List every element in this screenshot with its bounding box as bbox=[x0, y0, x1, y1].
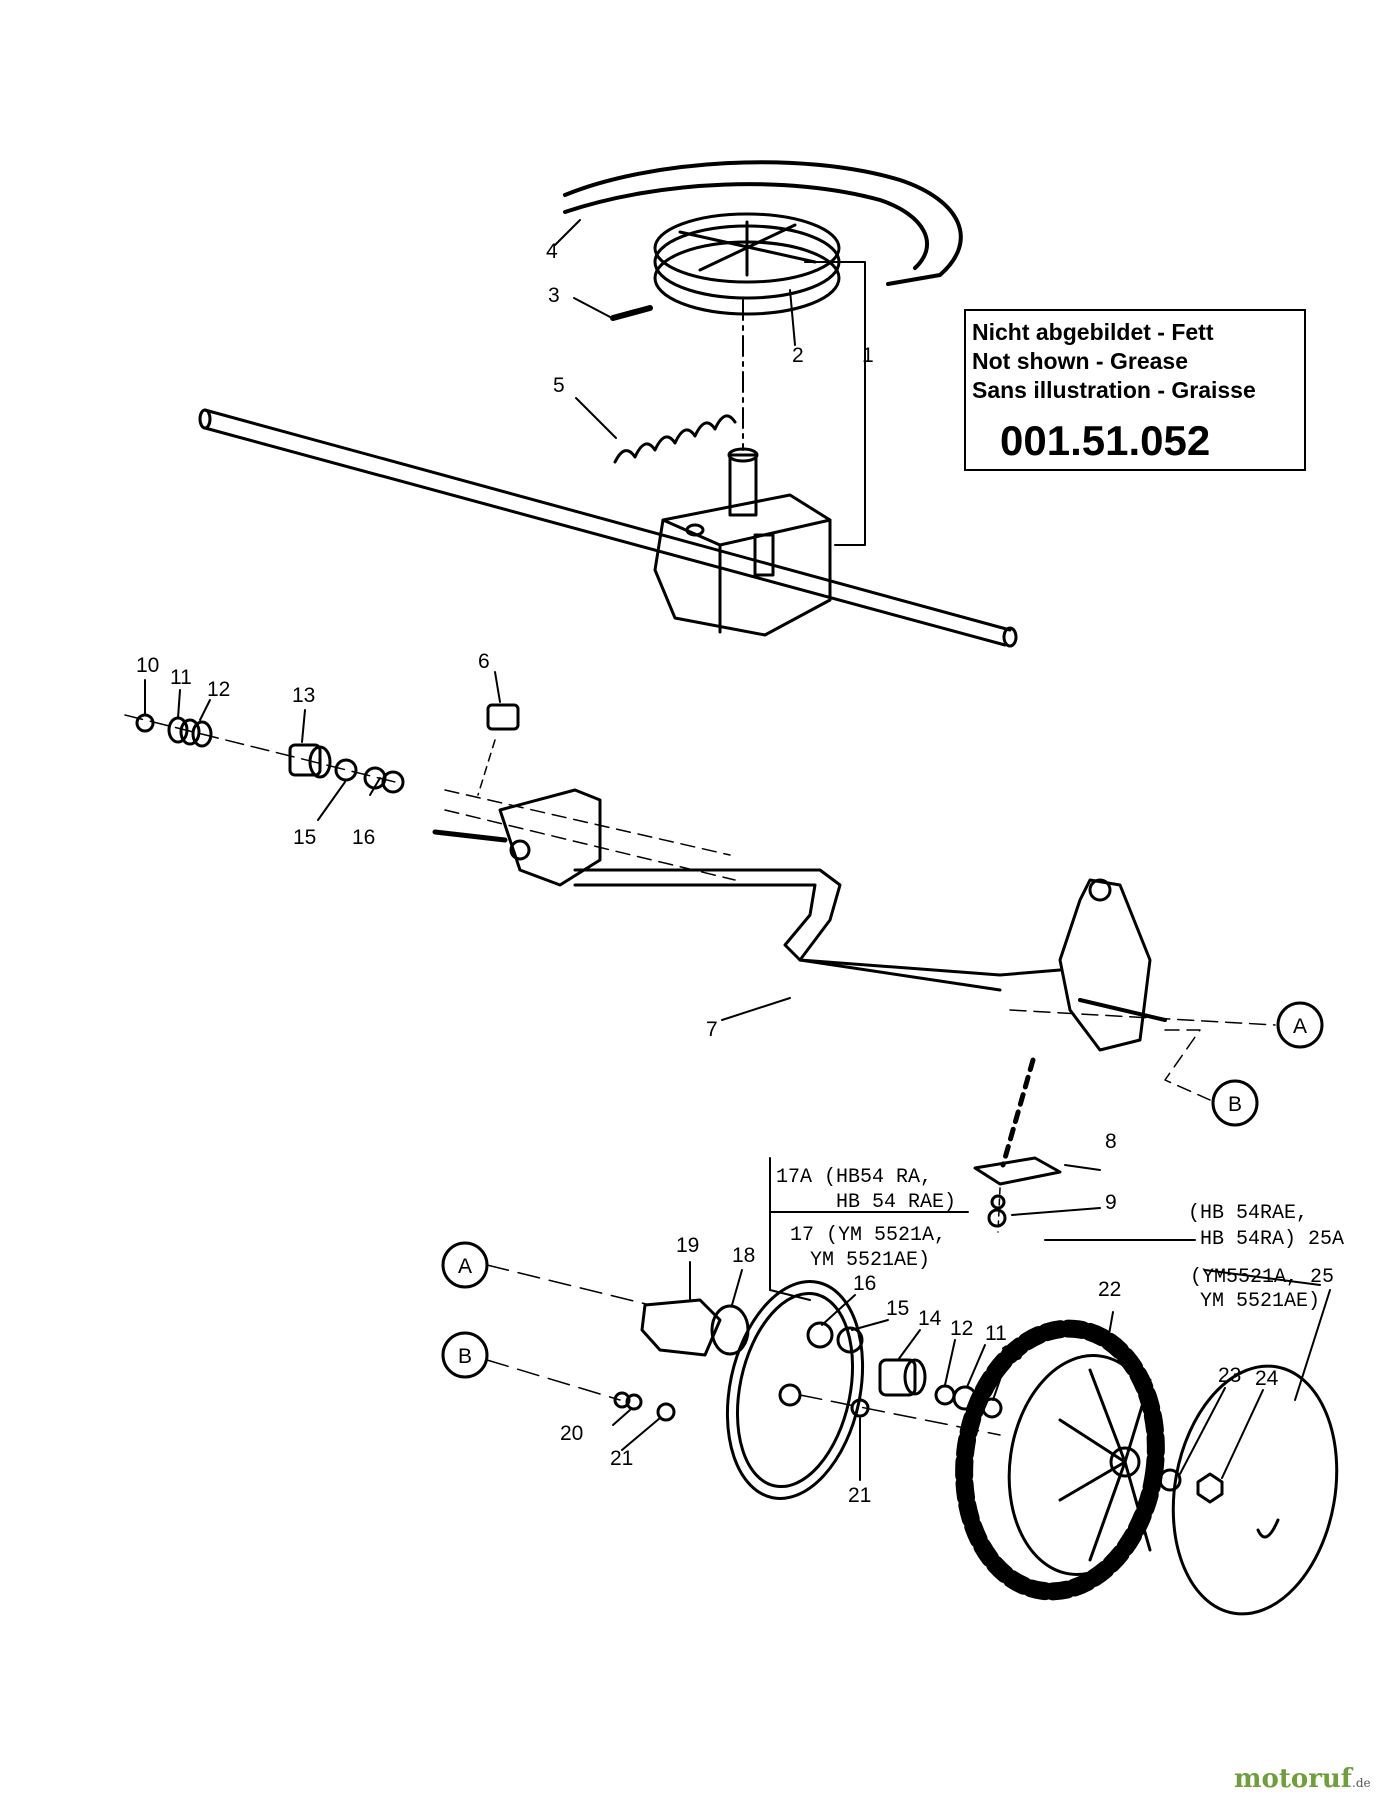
mounting-plate bbox=[973, 1156, 1062, 1186]
callout-a-left-label: A bbox=[458, 1255, 472, 1278]
pin bbox=[610, 305, 653, 321]
variant-25a-line1: (HB 54RAE, bbox=[1188, 1202, 1308, 1225]
v-belt bbox=[563, 160, 963, 286]
note-line-german: Nicht abgebildet - Fett bbox=[972, 319, 1214, 345]
part-label-11-top: 11 bbox=[170, 666, 192, 689]
part-label-15-bottom: 15 bbox=[886, 1297, 909, 1320]
part-label-10-bottom: 10 bbox=[1000, 1342, 1023, 1365]
wheel-nut bbox=[1196, 1472, 1224, 1504]
part-label-22: 22 bbox=[1098, 1278, 1121, 1301]
variant-17a-line1: 17A (HB54 RA, bbox=[776, 1166, 932, 1189]
washers-bottom bbox=[613, 1321, 1003, 1422]
variant-25-line2: YM 5521AE) bbox=[1200, 1290, 1320, 1313]
part-label-21-left: 21 bbox=[610, 1447, 633, 1470]
part-label-21-mid: 21 bbox=[848, 1484, 871, 1507]
part-label-2: 2 bbox=[792, 344, 804, 367]
wheel-washer bbox=[1158, 1468, 1182, 1492]
wheel-adapter bbox=[640, 1298, 750, 1357]
spring bbox=[613, 414, 737, 464]
callout-b-right-label: B bbox=[1228, 1093, 1242, 1116]
part-label-7: 7 bbox=[706, 1018, 718, 1041]
part-label-6: 6 bbox=[478, 650, 490, 673]
variant-17-line1: 17 (YM 5521A, bbox=[790, 1224, 946, 1247]
gearbox bbox=[653, 447, 832, 637]
brand-tld: .de bbox=[1352, 1776, 1371, 1790]
watermark-logo: motoruf.de bbox=[1234, 1764, 1371, 1794]
part-label-5: 5 bbox=[553, 374, 565, 397]
part-label-20: 20 bbox=[560, 1422, 583, 1445]
variant-17a-line2: HB 54 RAE) bbox=[836, 1191, 956, 1214]
variant-17-line2: YM 5521AE) bbox=[810, 1249, 930, 1272]
callout-a-right-label: A bbox=[1293, 1015, 1307, 1038]
part-label-16-top: 16 bbox=[352, 826, 375, 849]
part-label-13: 13 bbox=[292, 684, 315, 707]
part-label-11-bottom: 11 bbox=[985, 1322, 1007, 1345]
variant-25-line1: (YM5521A, 25 bbox=[1190, 1266, 1334, 1289]
part-label-12-bottom: 12 bbox=[950, 1317, 973, 1340]
drive-axle bbox=[198, 408, 1018, 648]
part-label-10-top: 10 bbox=[136, 654, 159, 677]
callout-a-right bbox=[1276, 1001, 1324, 1049]
hub-cap bbox=[1171, 1364, 1339, 1616]
part-label-3: 3 bbox=[548, 284, 560, 307]
part-label-18: 18 bbox=[732, 1244, 755, 1267]
pulley bbox=[653, 212, 841, 316]
wheel bbox=[955, 1319, 1165, 1601]
note-line-french: Sans illustration - Graisse bbox=[972, 377, 1256, 403]
height-adjust-axle bbox=[432, 788, 1167, 1052]
brand-name: motoruf bbox=[1234, 1764, 1352, 1794]
part-label-1: 1 bbox=[862, 344, 874, 367]
part-label-12-top: 12 bbox=[207, 678, 230, 701]
callout-b-right bbox=[1211, 1079, 1259, 1127]
part-label-16-bottom: 16 bbox=[853, 1272, 876, 1295]
screw bbox=[987, 1208, 1007, 1228]
variant-25a-line2: HB 54RA) 25A bbox=[1200, 1228, 1344, 1251]
part-label-23: 23 bbox=[1218, 1364, 1241, 1387]
left-hardware bbox=[135, 713, 405, 794]
part-label-19: 19 bbox=[676, 1234, 699, 1257]
bushing bbox=[486, 703, 520, 731]
part-label-8: 8 bbox=[1105, 1130, 1117, 1153]
part-label-15-top: 15 bbox=[293, 826, 316, 849]
part-label-9: 9 bbox=[1105, 1191, 1117, 1214]
part-label-4: 4 bbox=[546, 240, 558, 263]
grease-part-number: 001.51.052 bbox=[1000, 417, 1211, 464]
callout-b-left-label: B bbox=[458, 1345, 472, 1368]
not-shown-grease-note: Nicht abgebildet - Fett Not shown - Grea… bbox=[964, 309, 1306, 471]
note-line-english: Not shown - Grease bbox=[972, 348, 1188, 374]
part-label-24: 24 bbox=[1255, 1367, 1279, 1390]
part-label-14: 14 bbox=[918, 1307, 942, 1330]
callout-b-left bbox=[441, 1331, 489, 1379]
